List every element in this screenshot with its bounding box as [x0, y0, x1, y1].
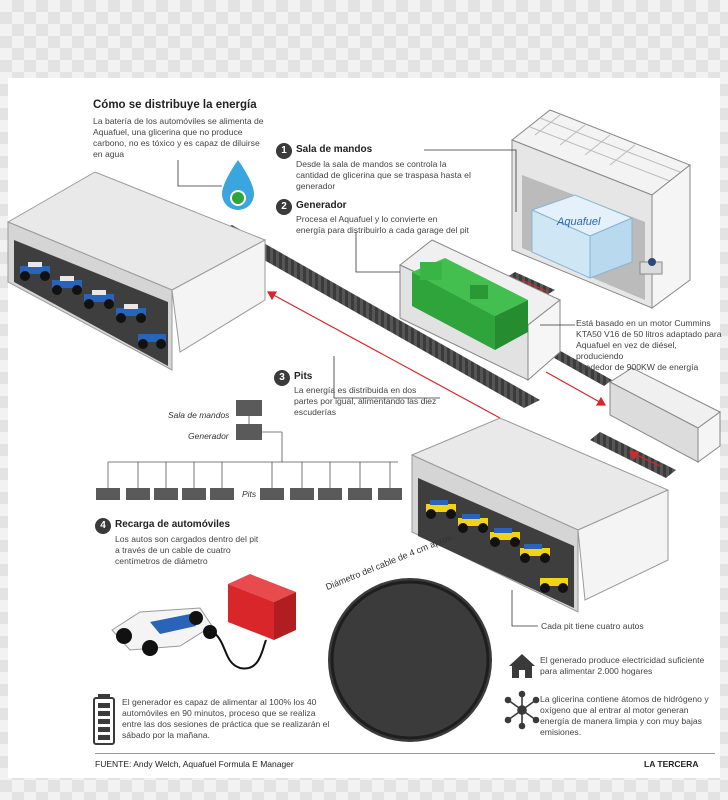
battery-note: El generador es capaz de alimentar al 10… [122, 697, 330, 740]
generator-cable [540, 344, 612, 386]
step-4-text: Los autos son cargados dentro del pit a … [115, 534, 259, 566]
right-tent-cars [426, 500, 568, 593]
engine-note: Está basado en un motor Cummins KTA50 V1… [576, 318, 722, 372]
step-1-text: Desde la sala de mandos se controla la c… [296, 159, 471, 191]
step-1-title: Sala de mandos [296, 144, 373, 155]
operator-desk [639, 258, 663, 275]
brand-logo: LA TERCERA [644, 759, 699, 769]
molecule-icon [504, 690, 540, 730]
red-charger [228, 574, 296, 640]
green-generator [412, 258, 528, 350]
step-1-badge: 1 [276, 143, 292, 159]
glycerin-note: La glicerina contiene átomos de hidrógen… [540, 694, 709, 737]
flow-arrows [266, 291, 661, 467]
step-3-text: La energía es distribuida en dos partes … [294, 385, 437, 417]
source-credit: FUENTE: Andy Welch, Aquafuel Formula E M… [95, 759, 294, 769]
schematic-sala-label: Sala de mandos [168, 410, 230, 420]
cable-cross-section [328, 578, 492, 742]
schematic-generador-label: Generador [188, 431, 229, 441]
step-4-title: Recarga de automóviles [115, 519, 231, 530]
step-2-text: Procesa el Aquafuel y lo convierte en en… [296, 214, 469, 235]
step-4-badge: 4 [95, 518, 111, 534]
aquafuel-drop-icon [222, 160, 254, 210]
step-2-title: Generador [296, 200, 347, 211]
page-title: Cómo se distribuye la energía [93, 99, 257, 111]
step-3-title: Pits [294, 371, 313, 382]
schematic-pits-label: Pits [242, 489, 257, 499]
charging-car [111, 607, 217, 656]
house-icon [509, 654, 535, 678]
pit-boxes [96, 488, 402, 500]
left-tent-cars [20, 262, 166, 349]
step-2-badge: 2 [276, 199, 292, 215]
distribution-schematic [107, 400, 398, 488]
aquafuel-tank [530, 194, 634, 279]
right-module [609, 367, 721, 463]
battery-icon [93, 694, 115, 745]
home-note: El generado produce electricidad suficie… [540, 655, 705, 676]
step-3-badge: 3 [274, 370, 290, 386]
tank-label: Aquafuel [557, 216, 601, 228]
intro-text: La batería de los automóviles se aliment… [93, 116, 264, 159]
charging-cable [209, 629, 267, 670]
footer-divider [95, 753, 715, 754]
main-cable [215, 225, 540, 408]
pit-note: Cada pit tiene cuatro autos [541, 621, 644, 631]
